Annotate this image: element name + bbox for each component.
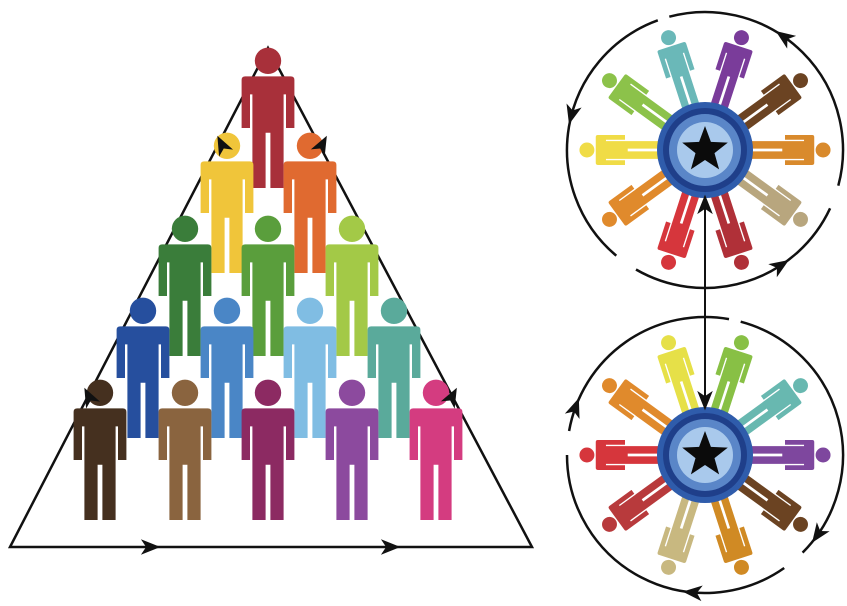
top-hub [561,10,845,290]
arrow-icon [771,24,797,49]
person-icon [651,189,706,275]
arrow-icon [768,253,794,278]
person-icon [704,494,759,580]
person-icon [704,330,759,416]
person-icon [651,494,706,580]
cycle-arc [565,454,785,595]
hubs-group [561,10,845,602]
person-icon [733,369,816,441]
arrow-icon [561,103,582,127]
person-icon [594,64,677,136]
person-icon [241,379,295,520]
person-icon [733,469,816,541]
arrow-icon [564,395,587,420]
person-icon [594,369,677,441]
arrow-icon [805,522,830,548]
person-icon [579,135,659,165]
person-icon [751,440,831,470]
person-icon [704,189,759,275]
person-icon [73,379,127,520]
cycle-arc [668,10,845,187]
bottom-hub [564,315,845,602]
person-icon [651,330,706,416]
person-icon [733,64,816,136]
pyramid-people [73,47,463,520]
person-icon [325,379,379,520]
person-icon [751,135,831,165]
person-icon [594,164,677,236]
person-icon [579,440,659,470]
cycle-arc [565,19,659,257]
hub-connector [697,194,713,411]
star-icon [682,126,728,170]
person-icon [158,379,212,520]
person-icon [704,25,759,111]
cycle-arc [635,207,832,290]
person-icon [594,469,677,541]
person-icon [651,25,706,111]
pyramid-group [7,45,535,555]
cycle-arc [740,320,845,554]
star-icon [682,431,728,475]
person-icon [733,164,816,236]
pyramid-outline [7,45,535,549]
